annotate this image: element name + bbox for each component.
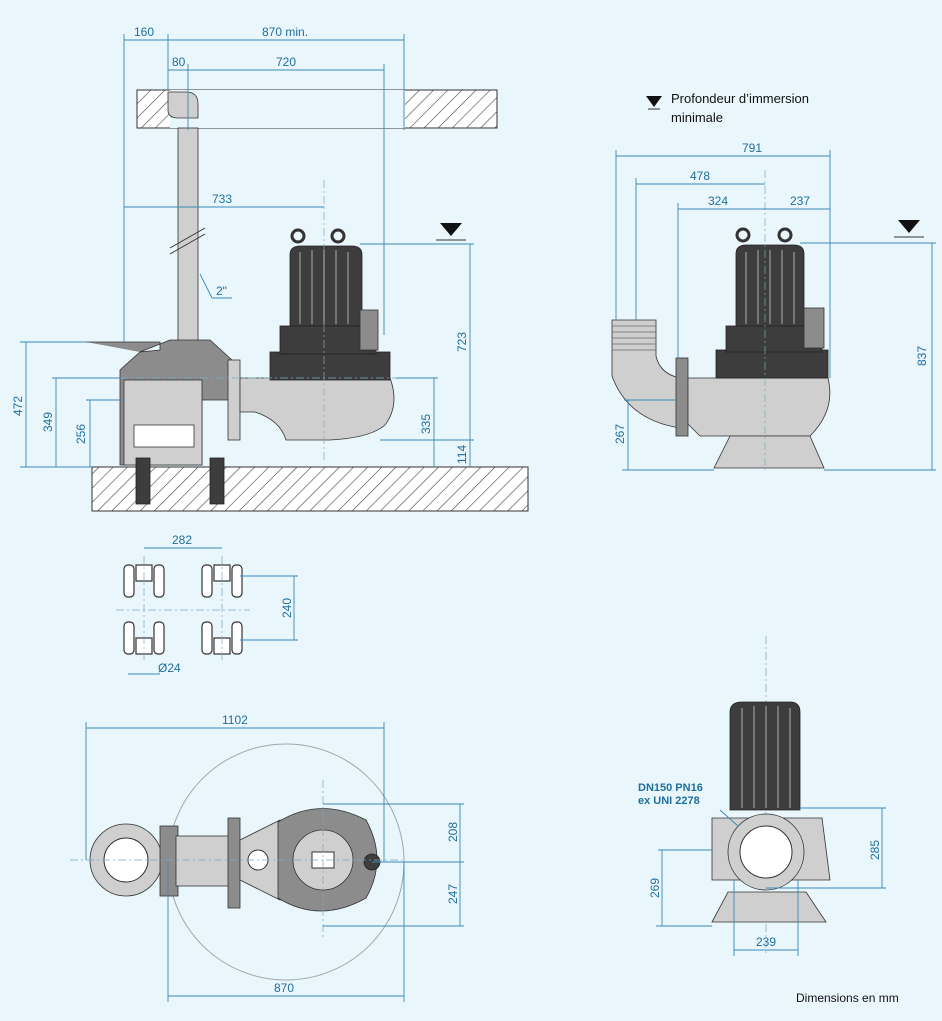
plan-view-dimensions <box>85 722 464 1002</box>
dim-237: 237 <box>790 194 810 208</box>
pipe-size-label: 2" <box>216 284 227 298</box>
dim-267: 267 <box>613 424 627 444</box>
dim-1102: 1102 <box>222 713 248 727</box>
pump-stand <box>713 435 825 469</box>
pump-motor <box>289 245 363 327</box>
immersion-label-line2: minimale <box>671 110 723 125</box>
flange-spec-line2: ex UNI 2278 <box>638 795 700 807</box>
dim-870-min: 870 min. <box>262 25 308 39</box>
anchor-bolt <box>135 457 151 505</box>
lifting-eye <box>290 228 306 244</box>
side-view-dimensions <box>20 34 474 468</box>
discharge-elbow <box>611 319 681 429</box>
dim-247: 247 <box>446 884 460 904</box>
immersion-label-line1: Profondeur d’immersion <box>671 91 809 106</box>
dim-478: 478 <box>690 169 710 183</box>
dim-324: 324 <box>708 194 728 208</box>
dim-723: 723 <box>455 332 469 352</box>
floor-slab <box>91 466 529 512</box>
dim-239: 239 <box>756 935 776 949</box>
dim-335: 335 <box>419 414 433 434</box>
dim-870: 870 <box>274 981 294 995</box>
dim-349: 349 <box>41 412 55 432</box>
dim-114: 114 <box>455 445 469 464</box>
pump-volute <box>239 377 395 441</box>
dim-282: 282 <box>172 533 192 547</box>
dim-208: 208 <box>446 822 460 842</box>
dim-269: 269 <box>648 878 662 898</box>
flange-view-dimensions <box>656 807 886 956</box>
dim-285: 285 <box>868 840 882 860</box>
dim-160: 160 <box>134 25 154 39</box>
dim-837: 837 <box>915 346 929 366</box>
dim-791: 791 <box>742 141 762 155</box>
dim-733: 733 <box>212 192 232 206</box>
side-view: 160 870 min. 80 720 733 2" 472 349 256 7… <box>11 25 529 512</box>
front-view-dimensions <box>615 150 936 471</box>
flange-view: DN150 PN16 ex UNI 2278 285 269 239 <box>638 636 886 956</box>
foot-hole-detail: 282 240 Ø24 <box>116 533 298 675</box>
lifting-eye <box>330 228 346 244</box>
units-note: Dimensions en mm <box>796 991 899 1005</box>
front-view: 791 478 324 237 837 267 <box>611 141 936 471</box>
dim-472: 472 <box>11 396 25 416</box>
immersion-legend: Profondeur d’immersion minimale <box>646 91 809 125</box>
immersion-symbol-icon <box>646 96 662 107</box>
flange-spec-line1: DN150 PN16 <box>638 782 703 794</box>
dim-256: 256 <box>74 424 88 444</box>
dim-240: 240 <box>280 598 294 618</box>
plan-view: 1102 208 247 870 <box>70 713 464 1002</box>
anchor-bolt <box>209 457 225 505</box>
dim-24-diameter: Ø24 <box>158 661 181 675</box>
dim-80: 80 <box>172 55 186 69</box>
dim-720: 720 <box>276 55 296 69</box>
